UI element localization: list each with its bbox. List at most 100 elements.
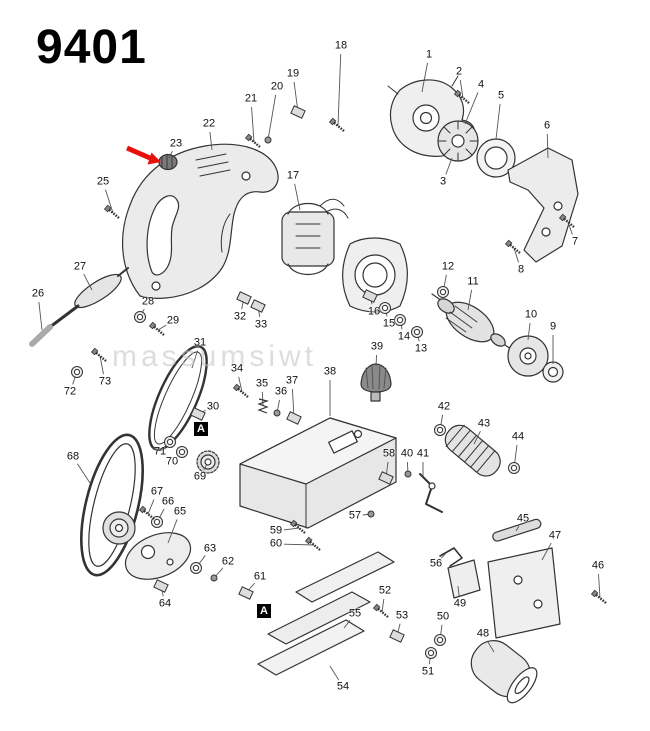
part-shape-handle-arm (507, 147, 579, 263)
part-glyph-62 (210, 574, 218, 582)
part-glyph-71 (164, 436, 176, 448)
part-shape-grooved-roller (444, 424, 501, 477)
part-glyph-51 (425, 647, 437, 659)
leader-line-1 (421, 62, 428, 93)
part-glyph-44 (508, 462, 520, 474)
part-glyph-46 (590, 589, 608, 605)
part-glyph-13 (411, 326, 423, 338)
leader-line-69 (203, 463, 208, 471)
part-glyph-64 (153, 579, 169, 593)
part-shape-front-roller (470, 640, 538, 704)
leader-line-25 (105, 189, 114, 214)
leader-line-39 (375, 354, 378, 367)
leader-line-4 (464, 92, 479, 125)
leader-line-73 (99, 355, 104, 375)
part-glyph-20 (264, 136, 272, 144)
part-glyph-67 (138, 505, 156, 521)
part-glyph-50 (434, 634, 446, 646)
part-glyph-59 (289, 519, 307, 535)
leader-line-59 (283, 527, 300, 531)
part-glyph-60 (304, 536, 322, 552)
part-shape-fan (437, 120, 479, 162)
leader-line-29 (157, 324, 167, 331)
part-glyph-19 (290, 105, 306, 119)
leader-line-23 (168, 150, 173, 159)
leader-line-21 (251, 106, 255, 143)
leader-line-43 (473, 430, 481, 445)
part-glyph-7 (558, 213, 576, 229)
leader-line-5 (495, 103, 501, 140)
leader-line-18 (337, 53, 342, 127)
part-glyph-30 (190, 407, 206, 421)
part-glyph-58 (378, 471, 394, 485)
leader-line-11 (467, 289, 473, 311)
part-shape-grease-tube (29, 267, 129, 347)
leader-line-45 (515, 525, 520, 532)
part-shape-ribbed-pulley (102, 511, 136, 545)
part-shape-small-plate (447, 559, 481, 599)
part-glyph-53 (389, 629, 405, 643)
part-glyph-12 (437, 286, 449, 298)
part-glyph-40 (404, 470, 412, 478)
part-glyph-66 (151, 516, 163, 528)
leader-line-27 (83, 273, 93, 291)
part-glyph-2 (453, 89, 471, 105)
part-glyph-63 (190, 562, 202, 574)
part-glyph-14 (394, 314, 406, 326)
part-shape-knob (360, 363, 392, 402)
leader-line-49 (457, 585, 460, 597)
part-shape-clip (439, 547, 463, 567)
leader-line-60 (283, 543, 315, 546)
highlight-arrow-icon (126, 145, 161, 165)
view-marker-a-2: A (257, 604, 271, 618)
part-glyph-70 (176, 446, 188, 458)
leader-line-67 (147, 499, 155, 515)
leader-line-17 (294, 183, 301, 211)
part-glyph-34 (232, 383, 250, 399)
part-glyph-73 (90, 347, 108, 363)
part-shape-gear (196, 450, 220, 474)
leader-line-55 (343, 620, 351, 629)
leader-line-6 (546, 133, 549, 159)
leader-line-3 (445, 157, 453, 175)
part-glyph-15 (379, 302, 391, 314)
part-shape-drive-belt-small (148, 345, 208, 451)
part-shape-end-plate (124, 532, 192, 580)
part-glyph-35 (257, 398, 270, 414)
part-glyph-32 (236, 291, 252, 305)
part-glyph-52 (372, 603, 390, 619)
part-glyph-37 (286, 411, 302, 425)
part-shape-armature (431, 293, 519, 355)
leader-line-2 (459, 79, 464, 99)
leader-lines-and-glyphs (38, 53, 608, 681)
leader-line-54 (329, 665, 340, 681)
leader-line-47 (541, 542, 552, 561)
leader-line-34 (238, 376, 243, 393)
part-shape-pulley (507, 335, 549, 377)
part-glyph-33 (250, 299, 266, 313)
part-glyph-28 (134, 311, 146, 323)
leader-line-26 (38, 301, 43, 331)
leader-line-8 (513, 247, 520, 263)
part-glyph-18 (328, 117, 346, 133)
leader-line-20 (267, 94, 277, 141)
leader-line-52 (381, 598, 385, 613)
part-glyph-25 (103, 204, 121, 220)
part-shape-ball-bearing (542, 361, 564, 383)
part-glyph-21 (244, 133, 262, 149)
part-shape-main-frame (239, 417, 397, 529)
leader-line-56 (441, 552, 447, 559)
leader-line-31 (191, 350, 198, 369)
part-glyph-57 (367, 510, 375, 518)
part-shape-field-coil (281, 198, 349, 276)
part-glyph-72 (71, 366, 83, 378)
part-shape-platen-plates (257, 551, 395, 676)
part-glyph-42 (434, 424, 446, 436)
leader-line-22 (209, 131, 213, 151)
part-glyph-61 (238, 586, 254, 600)
leader-line-35 (261, 391, 264, 407)
leader-line-68 (77, 463, 91, 484)
part-glyph-29 (148, 321, 166, 337)
